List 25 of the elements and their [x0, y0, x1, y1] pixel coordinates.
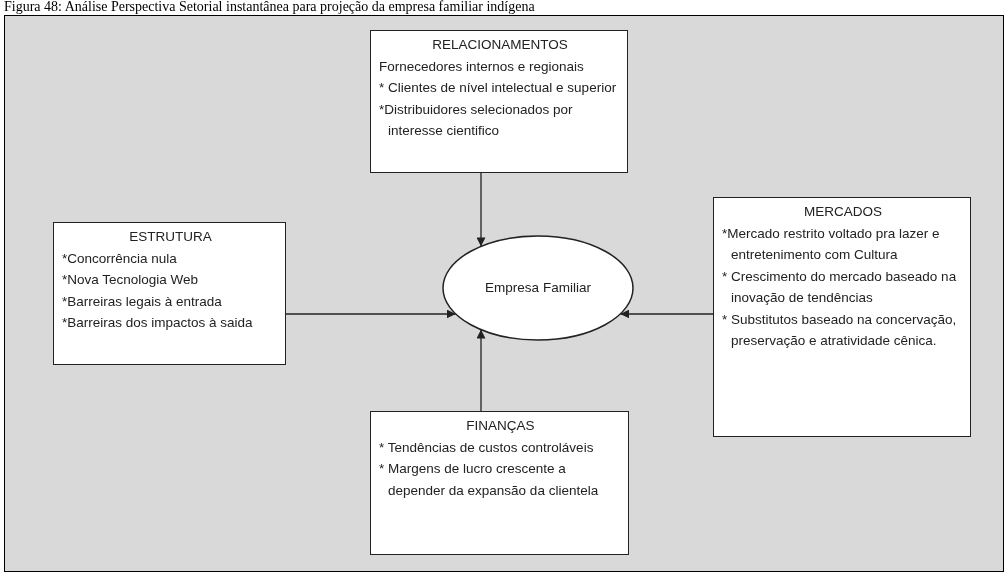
category-box: [713, 197, 971, 437]
bullet-text: * Tendências de custos controláveis: [379, 438, 595, 457]
box-heading: ESTRUTURA: [128, 228, 213, 246]
bullet-text: *Concorrência nula: [62, 249, 178, 268]
bullet-text: Fornecedores internos e regionais: [379, 57, 585, 76]
bullet-text: *Barreiras dos impactos à saida: [62, 314, 254, 332]
node-label: Empresa Familiar: [485, 279, 591, 298]
bullet-text: * Margens de lucro crescente a depender da expansão da clientela: [379, 460, 600, 500]
bullet-text: *Barreiras legais à entrada: [62, 292, 223, 311]
category-box: [370, 30, 628, 173]
bullet-text: * Crescimento do mercado baseado na inovação de tendências: [722, 267, 958, 307]
box-heading: MERCADOS: [803, 203, 883, 221]
category-box: [370, 411, 629, 555]
bullet-text: *Nova Tecnologia Web: [62, 271, 200, 289]
bullet-text: * Substitutos baseado na concervação, preservação e atratividade cênica.: [722, 310, 958, 350]
box-heading: RELACIONAMENTOS: [431, 36, 569, 54]
bullet-text: *Mercado restrito voltado pra lazer e entretenimento com Cultura: [722, 224, 941, 264]
figure-title: Figura 48: Análise Perspectiva Setorial instantânea para projeção da empresa familiar indígena: [4, 0, 535, 14]
box-heading: FINANÇAS: [465, 417, 536, 435]
category-box: [53, 222, 286, 365]
bullet-text: * Clientes de nível intelectual e superior: [379, 79, 618, 97]
bullet-text: *Distribuidores selecionados por interesse cientifico: [379, 100, 574, 140]
arrow: [476, 172, 486, 248]
arrow: [476, 328, 486, 412]
arrow: [285, 309, 457, 319]
